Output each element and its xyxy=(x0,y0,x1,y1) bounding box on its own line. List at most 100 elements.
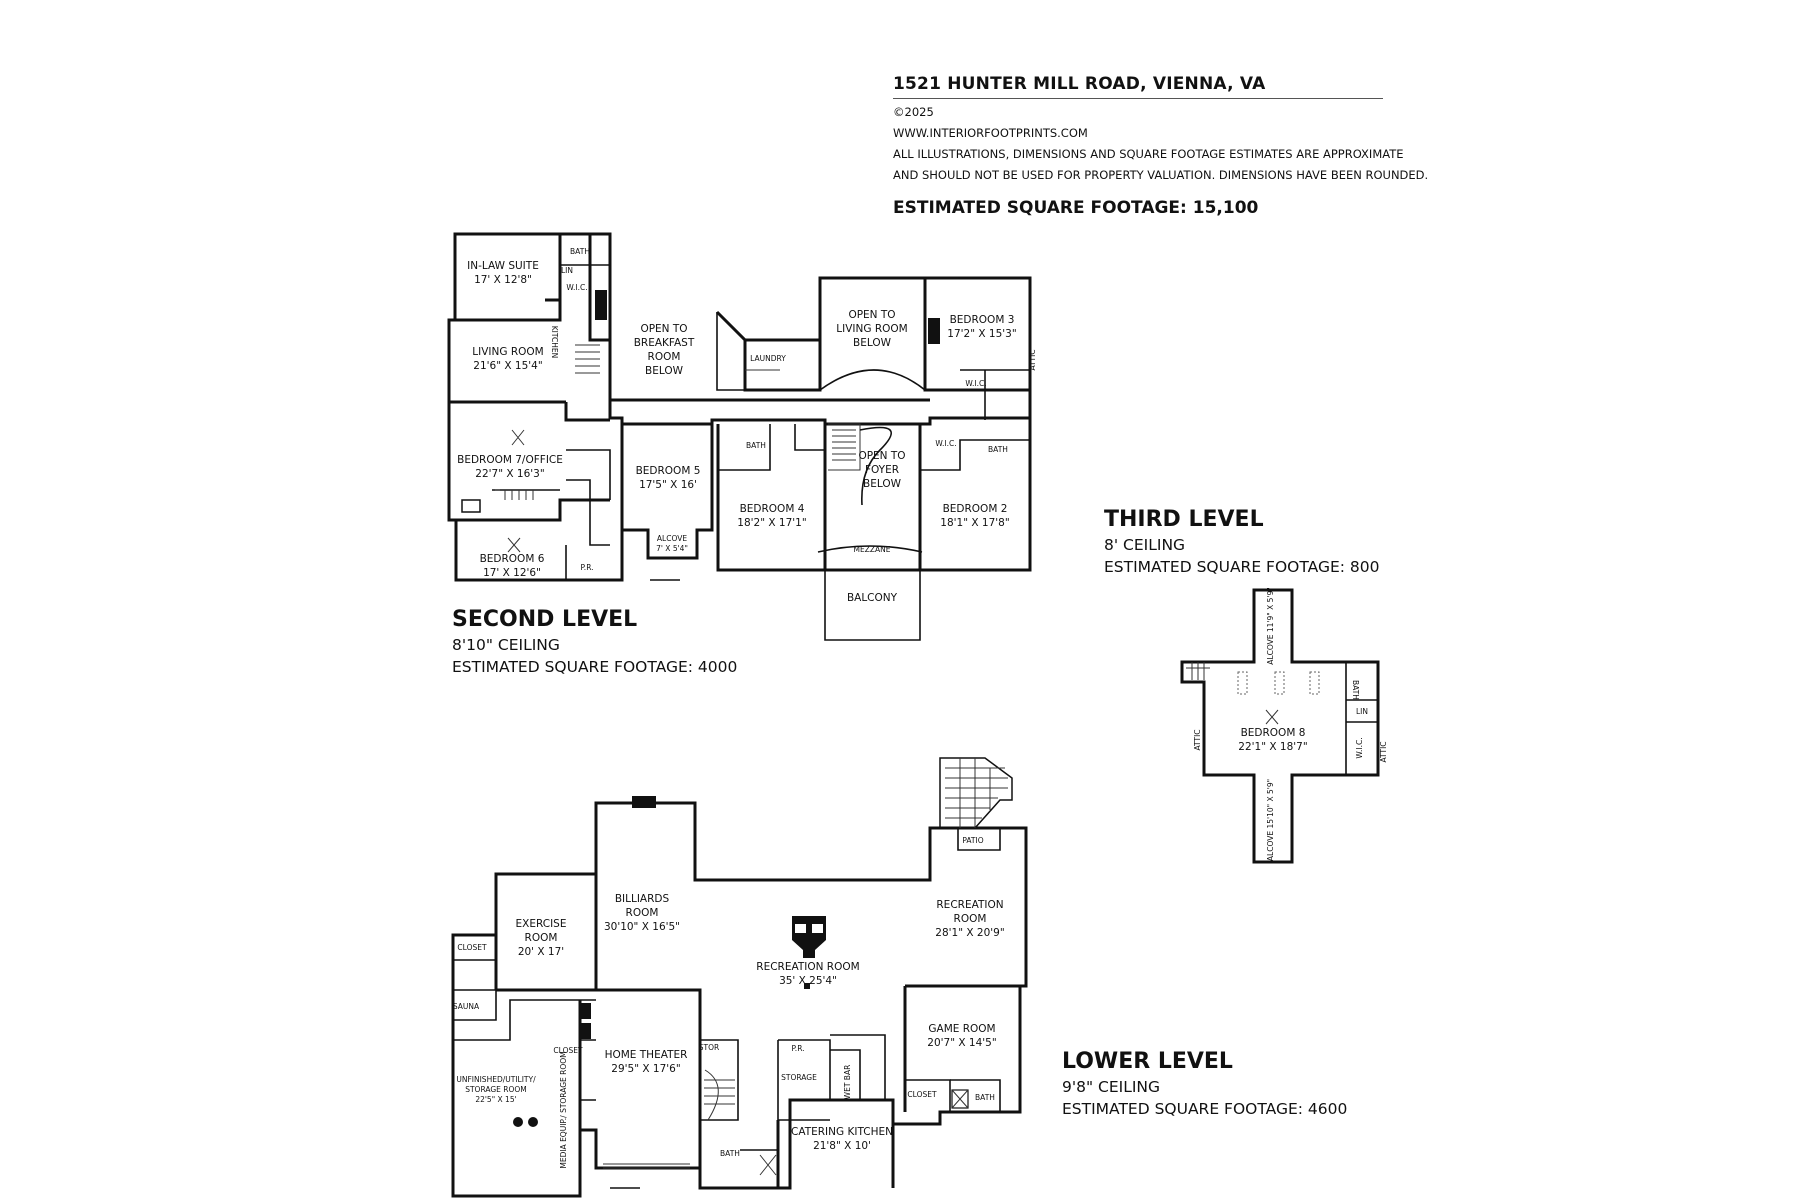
catering-kitchen-dim: 21'8" X 10' xyxy=(813,1140,871,1152)
closet-theater-label: CLOSET xyxy=(553,1046,583,1055)
second-level-sqft: ESTIMATED SQUARE FOOTAGE: 4000 xyxy=(452,658,738,676)
second-attic-label: ATTIC xyxy=(1028,349,1037,370)
storage-label: STORAGE xyxy=(781,1073,817,1082)
recreation-right-dim: 28'1" X 20'9" xyxy=(935,927,1004,939)
header-block: 1521 HUNTER MILL ROAD, VIENNA, VA ©2025 … xyxy=(893,74,1429,218)
mezzanine-label: MEZZANE xyxy=(854,545,891,554)
bedroom-3-dim: 17'2" X 15'3" xyxy=(947,328,1016,340)
open-breakfast-line-1: OPEN TO xyxy=(640,323,687,335)
third-level-title: THIRD LEVEL xyxy=(1104,507,1264,532)
utility-label: UNFINISHED/UTILITY/ xyxy=(456,1075,536,1084)
bedroom-8-label: BEDROOM 8 xyxy=(1241,727,1306,739)
disclaimer-line-2: AND SHOULD NOT BE USED FOR PROPERTY VALU… xyxy=(893,168,1429,182)
bedroom-2-wic-label: W.I.C. xyxy=(935,439,956,448)
third-lin-label: LIN xyxy=(1356,707,1368,716)
lower-level-plan: BILLIARDS ROOM 30'10" X 16'5" EXERCISE R… xyxy=(451,757,1028,1198)
living-room-dim: 21'6" X 15'4" xyxy=(473,360,542,372)
third-level-sqft: ESTIMATED SQUARE FOOTAGE: 800 xyxy=(1104,558,1380,576)
recreation-right-label-2: ROOM xyxy=(954,913,987,925)
third-wic-label: W.I.C. xyxy=(1355,737,1364,758)
open-foyer-line-3: BELOW xyxy=(863,478,902,490)
lower-level-sqft: ESTIMATED SQUARE FOOTAGE: 4600 xyxy=(1062,1100,1348,1118)
exercise-label: EXERCISE xyxy=(516,918,567,930)
bedroom-5-dim: 17'5" X 16' xyxy=(639,479,697,491)
third-bath-label: BATH xyxy=(1351,680,1360,700)
open-living-line-1: OPEN TO xyxy=(848,309,895,321)
bedroom-2-label: BEDROOM 2 xyxy=(943,503,1008,515)
laundry-label: LAUNDRY xyxy=(750,354,786,363)
property-address: 1521 HUNTER MILL ROAD, VIENNA, VA xyxy=(893,74,1383,99)
third-attic-left-label: ATTIC xyxy=(1193,729,1202,750)
second-kitchen-label: KITCHEN xyxy=(550,326,559,359)
copyright: ©2025 xyxy=(893,105,934,119)
utility-label-2: STORAGE ROOM xyxy=(465,1085,527,1094)
third-level-ceiling: 8' CEILING xyxy=(1104,536,1186,554)
lower-pr-label: P.R. xyxy=(791,1044,804,1053)
bedroom-3-wic-label: W.I.C. xyxy=(965,379,986,388)
bedroom-7-dim: 22'7" X 16'3" xyxy=(475,468,544,480)
open-breakfast-line-4: BELOW xyxy=(645,365,684,377)
exercise-dim: 20' X 17' xyxy=(518,946,564,958)
total-square-footage: ESTIMATED SQUARE FOOTAGE: 15,100 xyxy=(893,198,1259,218)
lower-level-caption: LOWER LEVEL 9'8" CEILING ESTIMATED SQUAR… xyxy=(1062,1048,1347,1120)
recreation-right-label: RECREATION xyxy=(936,899,1003,911)
bedroom-4-bath-label: BATH xyxy=(746,441,766,450)
alcove-top-label: ALCOVE 11'9" X 5'9" xyxy=(1266,587,1275,664)
bedroom-3-label: BEDROOM 3 xyxy=(950,314,1015,326)
wet-bar-label: WET BAR xyxy=(843,1065,852,1100)
balcony-label: BALCONY xyxy=(847,592,898,604)
third-attic-right-label: ATTIC xyxy=(1379,741,1388,762)
billiards-dim: 30'10" X 16'5" xyxy=(604,921,680,933)
bedroom-4-label: BEDROOM 4 xyxy=(740,503,805,515)
recreation-main-label: RECREATION ROOM xyxy=(756,961,859,973)
bedroom-7-label: BEDROOM 7/OFFICE xyxy=(457,454,563,466)
bedroom-2-bath-label: BATH xyxy=(988,445,1008,454)
inlaw-bath-label: BATH xyxy=(570,247,590,256)
lower-bath-right-label: BATH xyxy=(975,1093,995,1102)
sauna-label: SAUNA xyxy=(453,1002,480,1011)
open-foyer-line-2: FOYER xyxy=(865,464,899,476)
lower-bath-left-label: BATH xyxy=(720,1149,740,1158)
lower-level-ceiling: 9'8" CEILING xyxy=(1062,1078,1161,1096)
utility-dim: 22'5" X 15' xyxy=(475,1095,516,1104)
disclaimer-line-1: ALL ILLUSTRATIONS, DIMENSIONS AND SQUARE… xyxy=(893,147,1404,161)
inlaw-suite-label: IN-LAW SUITE xyxy=(467,260,539,272)
recreation-main-dim: 35' X 25'4" xyxy=(779,975,837,987)
website: WWW.INTERIORFOOTPRINTS.COM xyxy=(893,126,1088,140)
bedroom-6-dim: 17' X 12'6" xyxy=(483,567,541,579)
bedroom-4-dim: 18'2" X 17'1" xyxy=(737,517,806,529)
second-level-ceiling: 8'10" CEILING xyxy=(452,636,560,654)
alcove-dim: 7' X 5'4" xyxy=(656,544,688,553)
open-living-line-2: LIVING ROOM xyxy=(836,323,907,335)
stor-label: STOR xyxy=(699,1043,719,1052)
billiards-label-2: ROOM xyxy=(626,907,659,919)
second-pr-label: P.R. xyxy=(580,563,593,572)
third-level-caption: THIRD LEVEL 8' CEILING ESTIMATED SQUARE … xyxy=(1104,506,1380,578)
closet-exercise-label: CLOSET xyxy=(457,943,487,952)
bedroom-5-label: BEDROOM 5 xyxy=(636,465,701,477)
home-theater-dim: 29'5" X 17'6" xyxy=(611,1063,680,1075)
alcove-bottom-label: ALCOVE 15'10" X 5'9" xyxy=(1266,779,1275,861)
open-living-line-3: BELOW xyxy=(853,337,892,349)
closet-game-label: CLOSET xyxy=(907,1090,937,1099)
billiards-label: BILLIARDS xyxy=(615,893,670,905)
inlaw-wic-label: W.I.C. xyxy=(566,283,587,292)
alcove-label: ALCOVE xyxy=(657,534,687,543)
open-foyer-line-1: OPEN TO xyxy=(858,450,905,462)
living-room-label: LIVING ROOM xyxy=(472,346,543,358)
game-room-label: GAME ROOM xyxy=(928,1023,995,1035)
second-level-title: SECOND LEVEL xyxy=(452,607,638,632)
open-breakfast-line-3: ROOM xyxy=(648,351,681,363)
second-level-caption: SECOND LEVEL 8'10" CEILING ESTIMATED SQU… xyxy=(452,606,737,678)
bedroom-8-dim: 22'1" X 18'7" xyxy=(1238,741,1307,753)
lower-level-title: LOWER LEVEL xyxy=(1062,1049,1233,1074)
inlaw-lin-label: LIN xyxy=(561,266,573,275)
game-room-dim: 20'7" X 14'5" xyxy=(927,1037,996,1049)
open-breakfast-line-2: BREAKFAST xyxy=(634,337,695,349)
home-theater-label: HOME THEATER xyxy=(605,1049,688,1061)
inlaw-suite-dim: 17' X 12'8" xyxy=(474,274,532,286)
bedroom-6-label: BEDROOM 6 xyxy=(480,553,545,565)
patio-label: PATIO xyxy=(962,836,983,845)
second-level-plan: IN-LAW SUITE 17' X 12'8" LIVING ROOM 21'… xyxy=(447,232,1037,641)
